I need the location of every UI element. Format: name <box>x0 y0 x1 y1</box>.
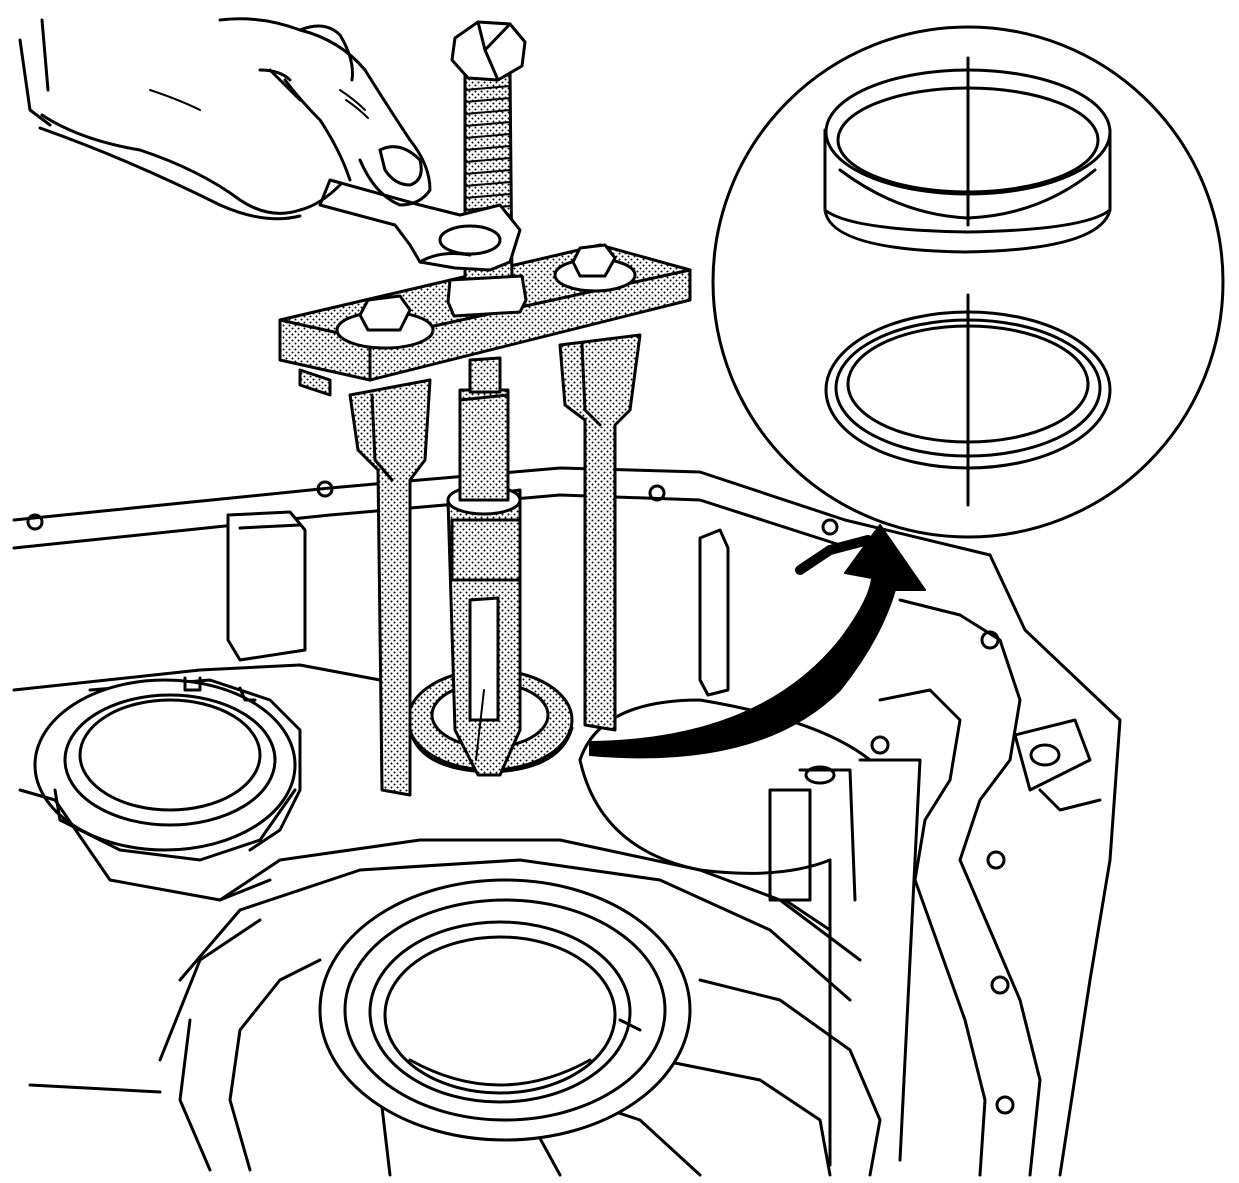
wrench-icon <box>318 178 522 272</box>
magnified-inset-icon <box>711 25 1225 539</box>
case-icon <box>12 466 1122 1177</box>
direction-arrow-icon <box>589 524 926 759</box>
puller-leg-icon <box>348 333 642 797</box>
hand-icon <box>18 17 432 221</box>
forcing-screw-icon <box>446 20 528 777</box>
